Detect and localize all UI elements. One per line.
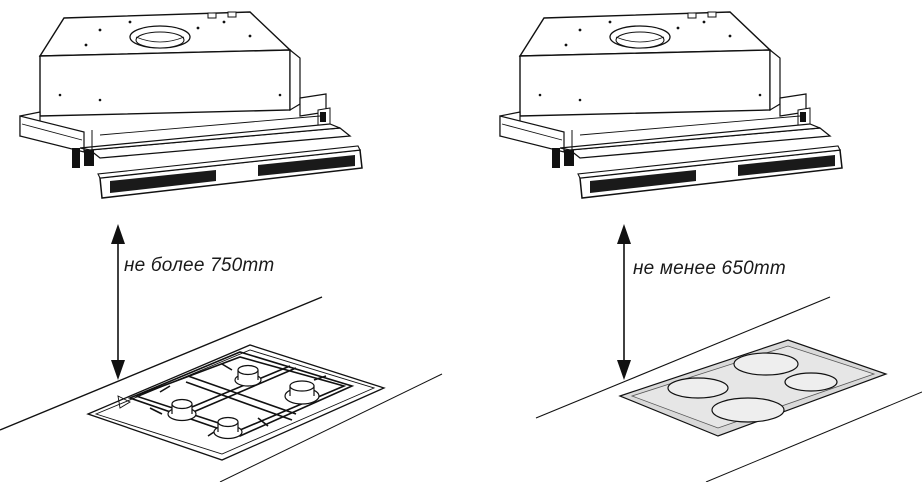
distance-arrow-left [111,224,125,380]
min-distance-label: не менее 650mm [633,258,786,279]
cooking-zone-left [667,377,729,399]
burner-back [234,364,262,387]
electric-hob [618,339,888,437]
countertop-right [535,296,922,482]
distance-arrow-right [617,224,631,380]
burner-left [167,398,197,422]
cooking-zone-back [733,352,799,376]
range-hood-left [19,11,363,199]
cooking-zone-front [711,397,785,423]
cooking-zone-right [784,372,838,392]
burner-right [284,380,320,405]
gas-hob [86,344,386,461]
max-distance-label: не более 750mm [124,255,275,276]
burner-front [213,416,243,440]
countertop-left [0,296,443,482]
range-hood-right [499,11,843,199]
